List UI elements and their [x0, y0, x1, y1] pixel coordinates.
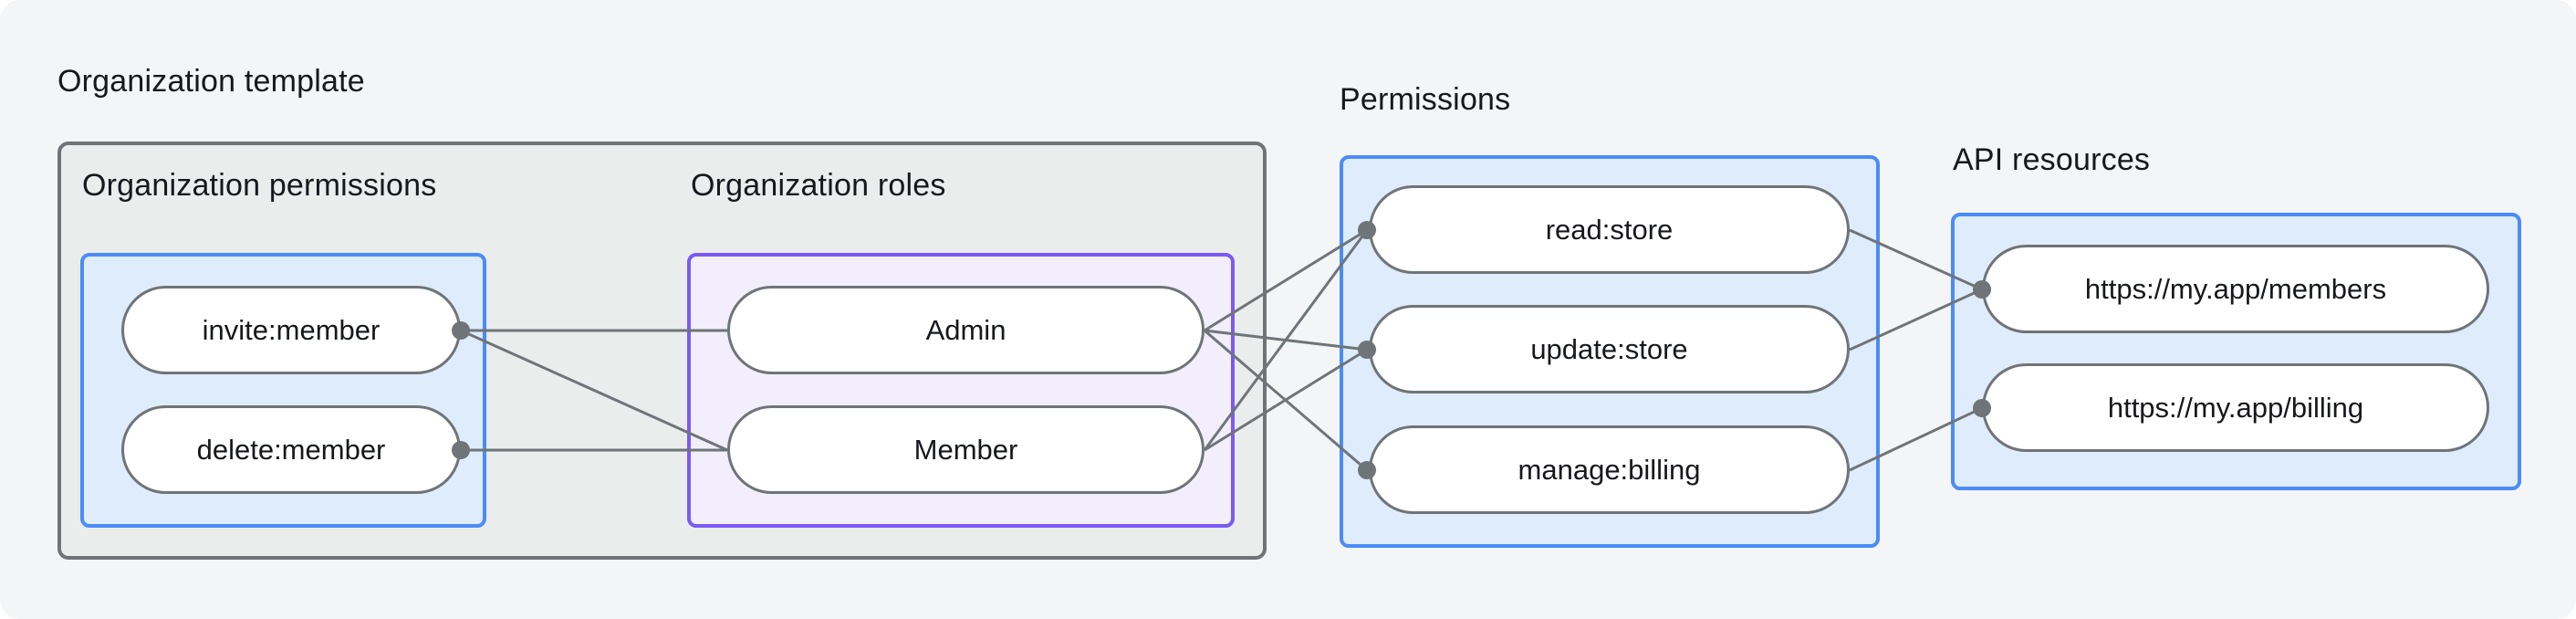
org-permissions-label: Organization permissions [82, 168, 437, 203]
api-resources-label: API resources [1953, 142, 2151, 177]
connection-dot-read [1358, 221, 1376, 239]
connection-dot-members [1973, 280, 1991, 299]
pill-manage-billing: manage:billing [1369, 425, 1850, 514]
pill-admin: Admin [727, 286, 1205, 374]
pill-member: Member [727, 405, 1205, 494]
pill-delete-member: delete:member [121, 405, 461, 494]
connection-dot-delete [452, 441, 470, 459]
connection-dot-manage [1358, 461, 1376, 479]
pill-api-billing: https://my.app/billing [1982, 363, 2489, 452]
pill-update-store: update:store [1369, 305, 1850, 393]
pill-read-store: read:store [1369, 185, 1850, 274]
connection-dot-invite [452, 321, 470, 340]
org-roles-label: Organization roles [691, 168, 946, 203]
connection-dot-billing [1973, 399, 1991, 417]
pill-api-members: https://my.app/members [1982, 245, 2489, 333]
org-template-label: Organization template [57, 64, 365, 99]
pill-invite-member: invite:member [121, 286, 461, 374]
connection-dot-update [1358, 341, 1376, 359]
permissions-label: Permissions [1340, 82, 1511, 117]
